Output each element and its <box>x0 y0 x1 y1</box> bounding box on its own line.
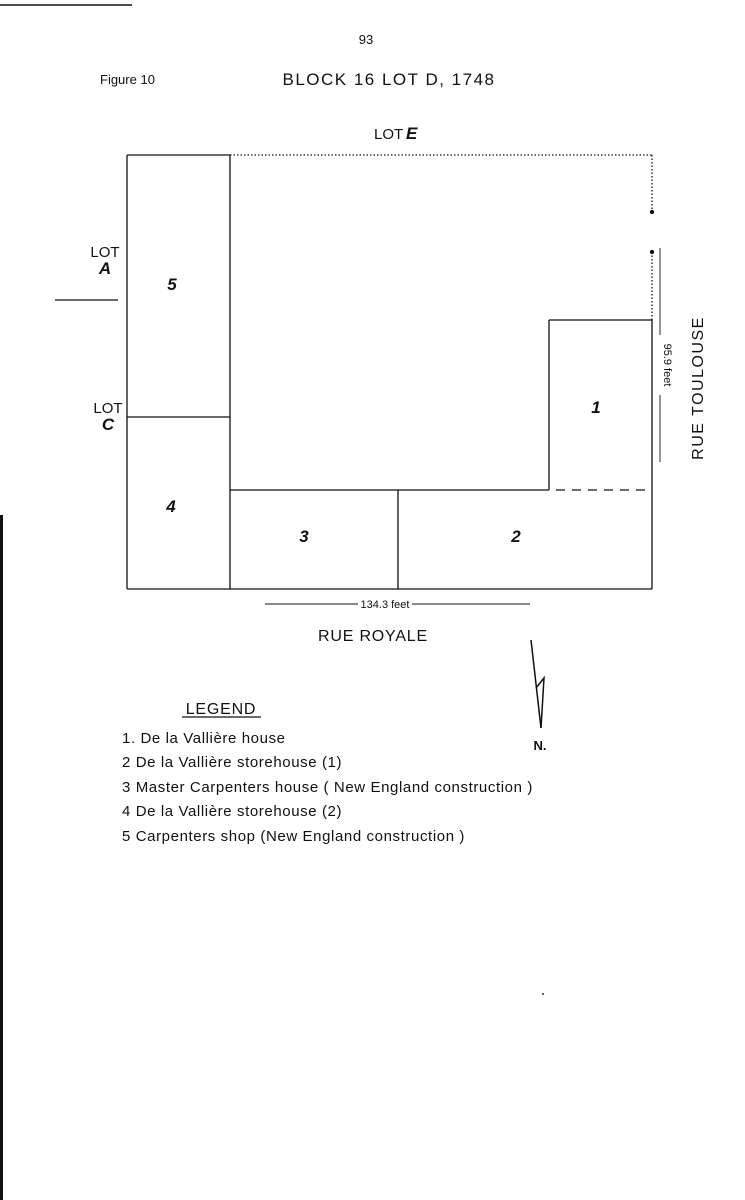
lot-a-letter: A <box>98 259 111 278</box>
parcel-2-label: 2 <box>510 527 521 546</box>
parcel-4-label: 4 <box>165 497 176 516</box>
parcel-1-label: 1 <box>591 398 600 417</box>
lot-c-letter: C <box>102 415 115 434</box>
legend: LEGEND 1. De la Vallière house 2 De la V… <box>122 701 533 845</box>
legend-item: 1. De la Vallière house <box>122 730 286 747</box>
legend-item: 5 Carpenters shop (New England construct… <box>122 828 465 845</box>
lot-e-text: LOT <box>374 126 403 143</box>
depth-dimension: 95.9 feet <box>659 248 673 462</box>
legend-item: 2 De la Vallière storehouse (1) <box>122 754 342 771</box>
width-dimension: 134.3 feet <box>265 599 530 611</box>
figure-title: BLOCK 16 LOT D, 1748 <box>282 70 495 89</box>
lot-a-text: LOT <box>90 244 119 261</box>
parcel-5-label: 5 <box>167 275 177 294</box>
legend-title: LEGEND <box>186 701 257 718</box>
north-label: N. <box>534 738 547 753</box>
scan-speck <box>542 993 544 995</box>
street-east-label: RUE TOULOUSE <box>690 316 707 460</box>
north-arrow-icon: N. <box>530 639 547 753</box>
page-number: 93 <box>359 32 373 47</box>
width-dimension-text: 134.3 feet <box>361 599 410 611</box>
parcel-3-label: 3 <box>299 527 309 546</box>
legend-item: 3 Master Carpenters house ( New England … <box>122 779 533 796</box>
figure-label: Figure 10 <box>100 72 155 87</box>
street-south-label: RUE ROYALE <box>318 628 428 645</box>
legend-item: 4 De la Vallière storehouse (2) <box>122 803 342 820</box>
depth-dimension-text: 95.9 feet <box>661 344 673 387</box>
scan-edge-bar <box>0 515 3 1200</box>
lot-c-text: LOT <box>93 400 122 417</box>
lot-e-letter: E <box>406 124 418 143</box>
lot-e-label: LOT E <box>374 124 418 143</box>
site-plan <box>55 154 655 590</box>
